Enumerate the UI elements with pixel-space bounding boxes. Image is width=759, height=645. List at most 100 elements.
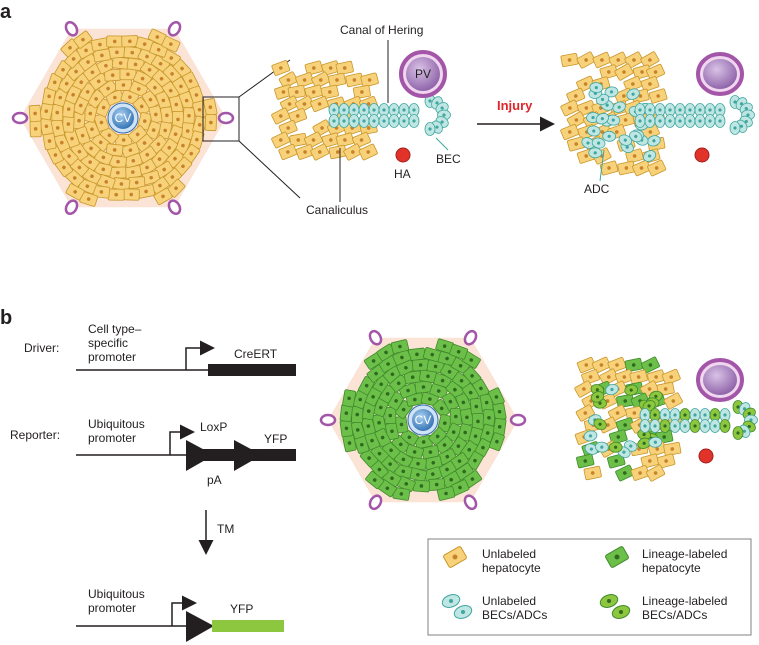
bec-cell [388,114,400,128]
hepatocyte [656,381,675,397]
bec-cell [729,121,741,135]
reporter-label: Reporter: [10,428,60,442]
creert-gene [208,364,296,376]
hepatocyte [39,102,54,121]
hepatocyte [436,486,456,501]
zoom-line-bottom [238,140,301,199]
portal-triad [319,413,337,427]
hepatocyte [278,143,298,161]
hepatocyte [108,45,126,59]
hepatocyte [104,68,122,82]
hepatocyte [327,72,347,88]
hepatocyte [288,108,308,124]
hepatocyte [62,100,76,118]
hepatocyte [656,453,676,469]
hepatocyte [161,35,181,53]
portal-triad [368,494,383,511]
hepatocyte [576,356,596,374]
hepatocyte [414,380,433,394]
hepatocyte [646,63,666,81]
bec-cell [368,103,380,117]
portal-triad [64,199,79,216]
bec-cell [714,114,726,128]
hepatocyte [663,392,683,410]
adc-cell [612,101,626,113]
pa-label: pA [207,473,222,487]
adc-cell [594,441,609,453]
adc-cell [595,112,609,125]
yfp-gene-active [212,620,284,632]
bec-cell [664,114,676,128]
portal-vein-b-lumen [703,365,737,395]
adc-cell [608,441,623,453]
bec-cell [694,114,706,128]
hepatocyte [648,88,668,104]
hepatocyte [182,107,196,125]
hepatocyte [310,95,330,113]
bec-label: BEC [436,152,461,166]
hepatocyte [335,60,354,76]
hepatocyte [294,95,314,113]
hepatocyte [351,406,364,424]
hepatocyte [482,409,496,427]
hepatocyte [405,444,424,460]
adc-cell [618,134,632,146]
adc-cell [643,150,657,162]
driver-promoter-line2: specific [88,336,128,350]
liver-lobule-a: CV [11,20,235,216]
bec-cell [649,419,661,433]
adc-cell [606,114,621,126]
hepatocyte [278,71,298,89]
adc-cell [629,130,643,143]
hepatocyte [115,133,133,147]
pv-label: PV [415,67,431,81]
loxp-site-2 [234,440,262,471]
hepatocyte [437,413,453,433]
adc-cell [624,384,639,396]
hepatocyte [609,429,628,445]
hepatocyte [566,136,586,152]
hepatocyte [51,104,64,122]
legend-unlabeled-hepatocyte: Unlabeled hepatocyte [443,546,541,575]
driver-promoter-line3: promoter [88,350,136,364]
hepatocyte [390,339,410,354]
hepatocyte [106,35,124,48]
adc-cell [648,436,663,448]
adc-cell [586,125,601,137]
hepatocyte [449,343,469,360]
bec-cell [358,114,370,128]
panel-b-letter: b [0,307,12,329]
labeled-ductular-reaction [574,356,758,482]
hepatocyte [28,104,42,123]
hepatocyte [73,30,93,49]
hepatocyte [640,76,660,92]
hepatocyte [576,453,595,469]
portal-triad [11,111,29,125]
hepatocyte [343,143,363,161]
hepatocyte [304,84,323,100]
hepatocyte [581,369,600,385]
tm-label: TM [217,522,234,536]
portal-triad [463,494,478,511]
adc-cell [589,82,604,93]
result-loxp-site [186,611,214,642]
hepatocyte [92,48,111,63]
injured-ductular-reaction [560,51,755,177]
hepatocyte [137,111,153,131]
adc-cell [588,147,603,159]
hepatocyte [615,464,635,482]
svg-text:BECs/ADCs: BECs/ADCs [642,608,707,622]
hepatocyte [566,87,586,105]
bec-cell [719,419,731,433]
hepatocyte [384,407,397,424]
hepatocyte [560,52,579,68]
hepatocyte [560,99,580,117]
portal-triad [64,20,79,37]
svg-text:Lineage-labeled: Lineage-labeled [642,594,727,608]
bec-cell [368,114,380,128]
bec-cell [398,114,410,128]
bec-cell [699,419,711,433]
zoom-box [202,96,240,142]
hepatocyte [480,423,496,443]
hepatocyte [111,56,130,70]
